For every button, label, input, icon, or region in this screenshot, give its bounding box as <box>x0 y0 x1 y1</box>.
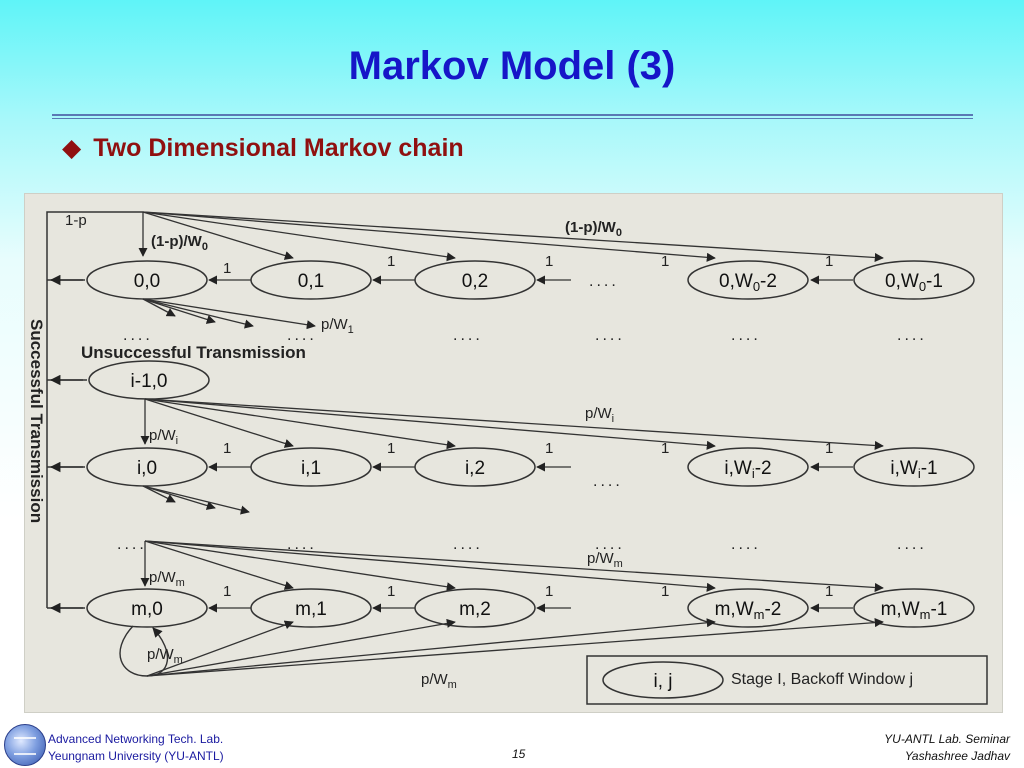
sep-dots-b4: .... <box>595 536 625 553</box>
rowm-one-1: 1 <box>223 583 231 600</box>
state-i-1: i,1 <box>301 458 321 479</box>
footer-university: Yeungnam University (YU-ANTL) <box>48 749 224 763</box>
footer-author: Yashashree Jadhav <box>904 749 1010 763</box>
row0-states: 0,0 0,1 0,2 0,W0-2 0,W0-1 <box>86 260 975 300</box>
bullet-line: ◆ Two Dimensional Markov chain <box>62 133 464 163</box>
rowm-one-4: 1 <box>661 583 669 600</box>
sep-dots-b3: .... <box>453 536 483 553</box>
rowi-one-5: 1 <box>825 440 833 457</box>
legend-state: i, j <box>654 671 673 692</box>
rowi-one-2: 1 <box>387 440 395 457</box>
row0-dots: .... <box>589 273 619 290</box>
state-i-1-0: i-1,0 <box>131 371 168 392</box>
state-m-0: m,0 <box>131 599 163 620</box>
entry-label: 1-p <box>65 212 87 229</box>
legend-text: Stage I, Backoff Window j <box>731 671 913 688</box>
sep-dots-b1: .... <box>117 536 147 553</box>
sep-dots-a5: .... <box>731 327 761 344</box>
rowi-one-4: 1 <box>661 440 669 457</box>
title-rule-top <box>52 114 973 116</box>
sep-dots-b6: .... <box>897 536 927 553</box>
state-0-1: 0,1 <box>298 271 324 292</box>
state-0-w0-1: 0,W0-1 <box>885 271 943 294</box>
sep-dots-a4: .... <box>595 327 625 344</box>
row0-down-prob: p/W1 <box>321 316 354 336</box>
sep-dots-a3: .... <box>453 327 483 344</box>
rowm-top-prob: p/Wm <box>587 550 623 570</box>
unsuccessful-transmission-label: Unsuccessful Transmission <box>81 343 306 362</box>
sep-dots-a6: .... <box>897 327 927 344</box>
title-rule-bottom <box>52 118 973 119</box>
rowm-bottom-prob: p/Wm <box>421 671 457 691</box>
state-0-w0-2: 0,W0-2 <box>719 271 777 294</box>
state-0-2: 0,2 <box>462 271 488 292</box>
state-i-wi-1: i,Wi-1 <box>890 458 937 481</box>
rowm-one-5: 1 <box>825 583 833 600</box>
state-0-0: 0,0 <box>134 271 160 292</box>
footer-lab: Advanced Networking Tech. Lab. <box>48 732 224 746</box>
page-number: 15 <box>512 747 526 761</box>
university-seal-icon <box>4 724 46 766</box>
rowm-left-prob: p/Wm <box>149 569 185 589</box>
row0-left-prob: (1-p)/W0 <box>151 233 208 253</box>
state-m-1: m,1 <box>295 599 327 620</box>
rowi-dots: .... <box>593 473 623 490</box>
state-i-0: i,0 <box>137 458 157 479</box>
row0-one-2: 1 <box>387 253 395 270</box>
sep-dots-a1: .... <box>123 327 153 344</box>
state-m-wm-2: m,Wm-2 <box>715 599 782 622</box>
sep-dots-b2: .... <box>287 536 317 553</box>
row0-one-4: 1 <box>661 253 669 270</box>
row0-top-prob: (1-p)/W0 <box>565 219 622 239</box>
footer-seminar: YU-ANTL Lab. Seminar <box>884 732 1010 746</box>
state-m-2: m,2 <box>459 599 491 620</box>
rowi-left-prob: p/Wi <box>149 427 178 447</box>
diamond-bullet-icon: ◆ <box>62 134 82 162</box>
state-i-wi-2: i,Wi-2 <box>724 458 771 481</box>
state-m-wm-1: m,Wm-1 <box>881 599 948 622</box>
rowm-one-2: 1 <box>387 583 395 600</box>
row0-one-3: 1 <box>545 253 553 270</box>
bullet-text: Two Dimensional Markov chain <box>93 134 464 162</box>
markov-chain-diagram: Successful Transmission 1-p (1-p)/W0 (1-… <box>24 193 1003 713</box>
sep-dots-b5: .... <box>731 536 761 553</box>
rowm-loop-prob: p/Wm <box>147 646 183 666</box>
sep-dots-a2: .... <box>287 327 317 344</box>
rowi-top-prob: p/Wi <box>585 405 614 425</box>
state-i-2: i,2 <box>465 458 485 479</box>
slide-title: Markov Model (3) <box>348 44 676 88</box>
rowi-one-1: 1 <box>223 440 231 457</box>
rowi-states: i,0 i,1 i,2 i,Wi-2 i,Wi-1 <box>86 447 975 487</box>
rowm-self-loop <box>119 625 169 677</box>
rowi-one-3: 1 <box>545 440 553 457</box>
rowm-one-3: 1 <box>545 583 553 600</box>
row0-one-5: 1 <box>825 253 833 270</box>
successful-transmission-label: Successful Transmission <box>27 319 46 523</box>
row0-one-1: 1 <box>223 260 231 277</box>
feedback-line <box>46 211 143 608</box>
